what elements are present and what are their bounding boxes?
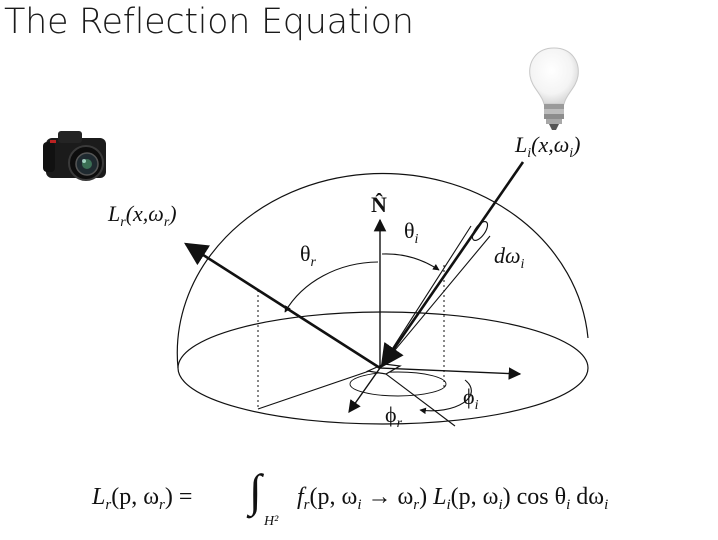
label-solid-angle: dωi [494,243,525,272]
hemisphere [176,172,589,425]
label-normal: N̂ [371,192,387,217]
reflection-equation: Lr(p, ωr) = ∫ H² fr(p, ωi → ωr) Li(p, ωi… [92,465,609,529]
theta-i-arc [381,253,440,271]
camera-icon [43,131,106,181]
theta-r-arc [284,261,379,313]
label-theta-i: θi [404,218,419,247]
label-incoming-radiance: Li(x,ωi) [514,132,580,161]
label-outgoing-radiance: Lr(x,ωr) [107,201,177,230]
base-line-left [257,367,379,410]
base-inner-ring [349,371,447,397]
hemisphere-base [177,311,589,425]
label-phi-i: ϕi [463,384,479,413]
reflection-diagram: Li(x,ωi) Lr(x,ωr) N̂ θr θi dωi ϕi ϕr [43,47,589,431]
axis-x-arrow [379,367,522,380]
hemisphere-dome [176,172,589,369]
label-phi-r: ϕr [385,402,403,431]
projection-lines [257,265,445,409]
label-theta-r: θr [300,241,317,270]
base-plane-lines [257,367,472,427]
incoming-ray [380,161,525,368]
slide-title: The Reflection Equation [4,2,414,42]
axis-phi-r-arrow [348,367,381,414]
light-bulb-icon [529,47,579,130]
base-line-front [377,367,456,427]
phi-i-arc [419,379,472,415]
integral-domain: H² [264,514,279,529]
integral-sign: ∫ [249,465,262,516]
outgoing-ray [184,242,381,370]
